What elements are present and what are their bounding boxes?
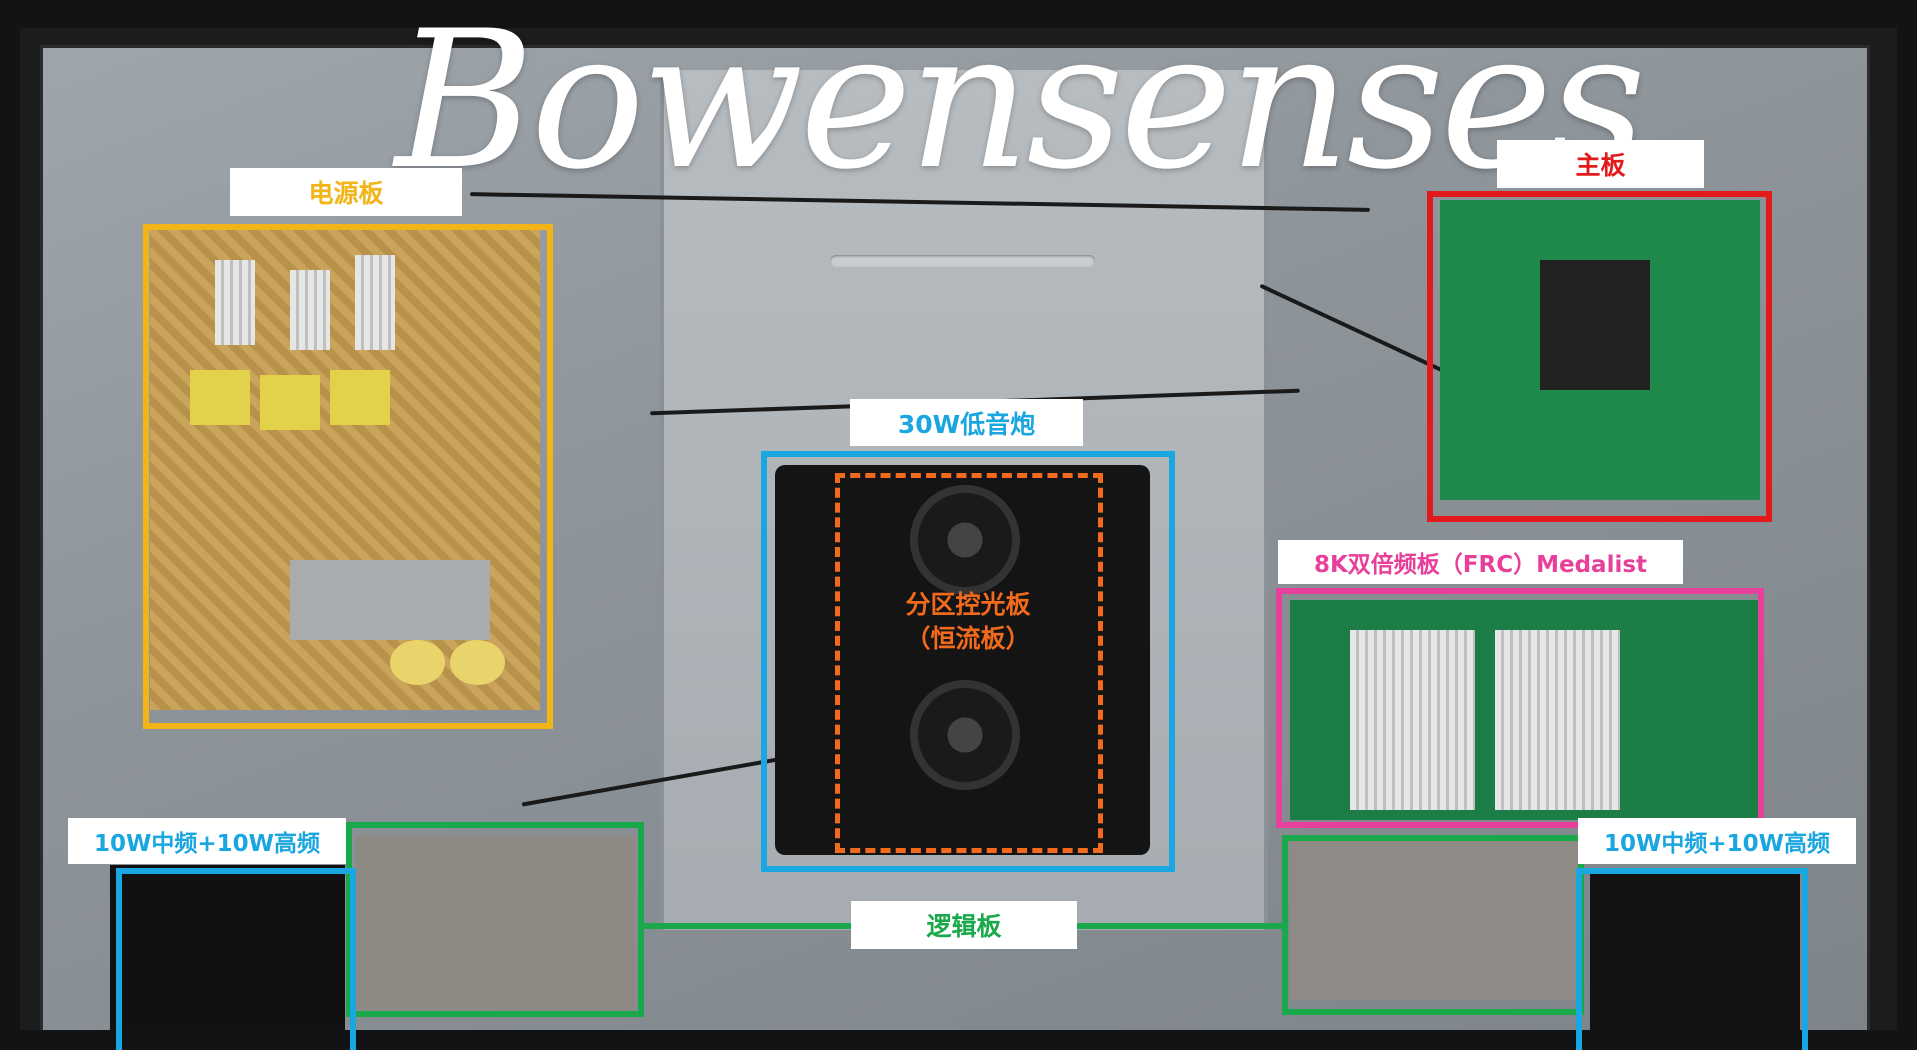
logic-board-right [1290,840,1580,1000]
left-speaker-outline [116,868,356,1050]
subwoofer-outline [761,451,1175,872]
subwoofer-label: 30W低音炮 [850,399,1083,446]
frc-board-outline [1276,588,1764,828]
logic-board-left [355,835,635,1010]
psu-capacitor [450,640,505,685]
psu-heatsink [215,260,255,345]
psu-heatsink [355,255,395,350]
psu-transformer [330,370,390,425]
power-board-label: 电源板 [230,168,462,216]
power-board-outline [143,224,553,729]
right-speaker-unit [1590,870,1800,1050]
left-speaker-unit [110,865,345,1050]
main-soc-heatsink [1540,260,1650,390]
main-board-label: 主板 [1497,140,1704,188]
power-supply-board [150,230,540,710]
logic-board-right-outline [1282,835,1584,1015]
psu-transformer [260,375,320,430]
psu-heatsink [290,270,330,350]
speaker-driver [910,485,1020,595]
psu-capacitor [390,640,445,685]
psu-shield-plate [290,560,490,640]
logic-board-label: 逻辑板 [851,901,1077,949]
frc-board-pcb [1290,600,1760,820]
local-dimming-outline [835,473,1103,853]
main-board-outline [1427,191,1772,522]
local-dimming-label: 分区控光板 （恒流板） [850,588,1086,656]
right-speaker-label: 10W中频+10W高频 [1578,818,1856,864]
bowensenses-watermark: Bowensenses [395,0,1646,211]
main-board-pcb [1440,200,1760,500]
speaker-driver [910,680,1020,790]
psu-transformer [190,370,250,425]
logic-board-left-outline [346,822,644,1017]
left-speaker-label: 10W中频+10W高频 [68,818,346,864]
frc-heatsink [1495,630,1620,810]
frc-heatsink [1350,630,1475,810]
local-dimming-label-line1: 分区控光板 [905,590,1031,619]
local-dimming-label-line2: （恒流板） [905,624,1031,653]
frc-board-label: 8K双倍频板（FRC）Medalist [1278,540,1683,584]
panel-slot [830,255,1095,267]
right-speaker-outline [1576,868,1808,1050]
